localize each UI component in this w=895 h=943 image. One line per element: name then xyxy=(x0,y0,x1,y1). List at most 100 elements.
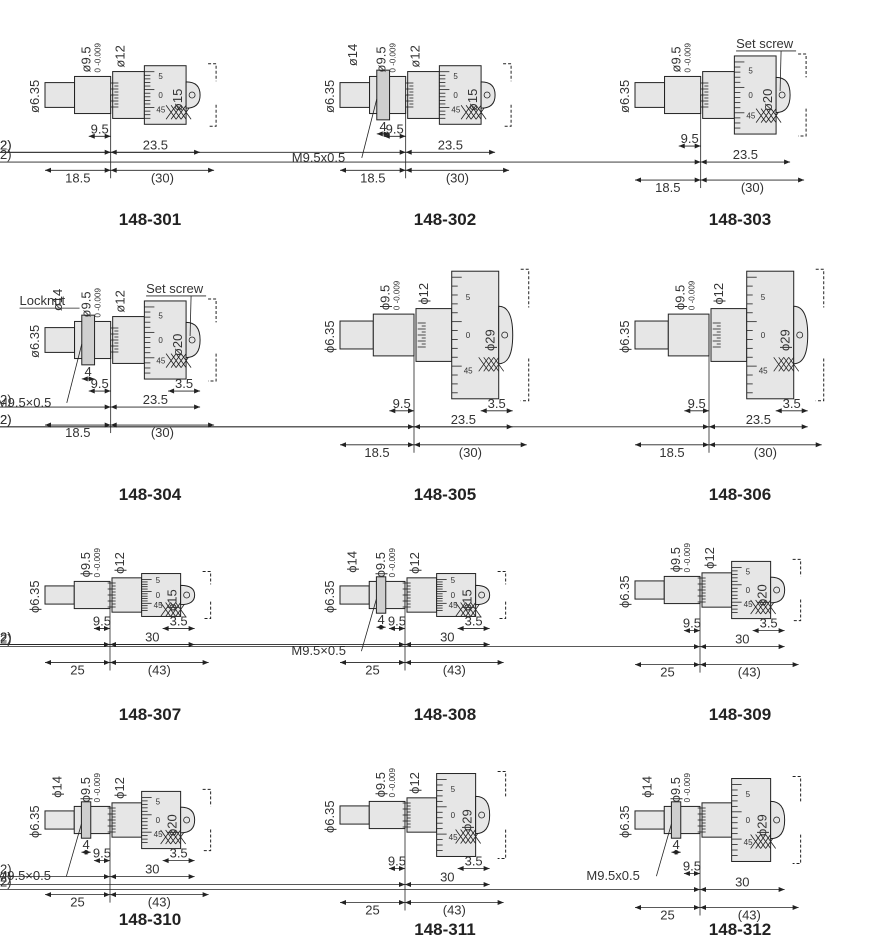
knurl-hatch xyxy=(755,834,766,849)
knurl-hatch xyxy=(465,602,476,617)
dim-head-length-label: 23.5 xyxy=(143,137,168,152)
dim-head-length-arrow-left xyxy=(110,404,117,410)
dim-spindle-length-arrow-right xyxy=(694,177,701,183)
dim-stem-length-label: 9.5 xyxy=(683,616,701,631)
barrel-diameter-label: ϕ12 xyxy=(416,283,431,305)
dim-head-length-arrow-right xyxy=(778,886,785,892)
dim-head-length-label: 30 xyxy=(735,874,749,889)
dim-head-length-arrow-left xyxy=(700,159,707,165)
dim-head-length-arrow-left xyxy=(110,874,116,880)
locknut-width-label: 4 xyxy=(82,837,89,852)
dim-stem-length-arrow-left xyxy=(93,858,100,864)
dim-stem-length-label: 9.5 xyxy=(93,846,111,861)
scale-mark-0: 0 xyxy=(451,811,456,820)
ratchet-cap xyxy=(775,76,791,114)
dim-overall-length-label: (30) xyxy=(446,170,469,185)
stem-diameter-label: ϕ9.5 xyxy=(78,552,93,577)
dim-head-length-label: 30 xyxy=(145,862,159,877)
barrel-diameter-label: ø12 xyxy=(113,290,128,312)
barrel xyxy=(406,577,438,613)
scale-mark-5: 5 xyxy=(158,312,163,321)
set-screw-hole xyxy=(188,336,196,344)
ratchet-cap xyxy=(480,81,496,109)
dim-stem-length-arrow-right xyxy=(694,143,701,149)
knurl-hatch xyxy=(760,834,771,849)
dim-spindle-length-label: 25 xyxy=(365,902,379,917)
set-screw-hole xyxy=(778,91,786,99)
barrel-diameter-label: ø12 xyxy=(408,45,423,67)
stem-diameter-label: ϕ9.5 xyxy=(78,777,93,802)
dim-overall-length-arrow-left xyxy=(110,167,117,173)
model-caption: 148-311 xyxy=(414,920,475,939)
locknut-width-arrow-left xyxy=(81,376,88,382)
dim-ratchet-length-label: 3.5 xyxy=(170,613,188,628)
dim-stem-length-ref-arrow-right xyxy=(703,424,709,430)
dim-stem-length-arrow-left xyxy=(683,870,690,876)
dim-ratchet-length-arrow-right xyxy=(483,625,490,631)
dim-stem-length-arrow-right xyxy=(694,628,700,634)
dim-stem-length-label: 9.5 xyxy=(91,121,109,136)
locknut-width-arrow-right xyxy=(379,624,386,630)
set-screw-hole xyxy=(483,91,491,99)
stem-diameter-label: ϕ9.5 xyxy=(377,285,392,310)
dim-spindle-length-arrow-right xyxy=(399,659,405,665)
stem-tolerance-label: 0 -0.009 xyxy=(683,773,692,803)
dim-overall-length-arrow-right xyxy=(792,662,799,668)
knurl-hatch xyxy=(465,829,476,844)
dim-overall-length-arrow-left xyxy=(110,892,116,898)
locknut xyxy=(80,801,92,839)
scale-mark-45: 45 xyxy=(744,600,753,609)
scale-mark-0: 0 xyxy=(156,591,161,600)
spindle xyxy=(44,82,76,108)
set-screw-leader xyxy=(189,295,192,337)
set-screw-hole xyxy=(773,816,781,824)
knurl-hatch xyxy=(160,602,171,617)
thimble-diameter-label: ø15 xyxy=(465,89,480,111)
dim-head-length-label: 23.5 xyxy=(733,147,758,162)
spindle-diameter-label: ø6.35 xyxy=(617,80,632,113)
dim-stem-length-arrow-left xyxy=(678,143,685,149)
scale-mark-5: 5 xyxy=(453,72,458,81)
dim-stem-length-ref-label: (12) xyxy=(0,869,12,884)
spindle xyxy=(339,82,371,108)
dim-head-length-arrow-right xyxy=(188,874,195,880)
dim-head-length-arrow-right xyxy=(801,424,808,430)
barrel-diameter-label: ø12 xyxy=(113,45,128,67)
ratchet-cap xyxy=(185,321,201,359)
knurl-hatch xyxy=(465,105,477,120)
dim-head-length-arrow-left xyxy=(700,886,706,892)
locknut-width-arrow-right xyxy=(383,131,390,137)
dim-stem-length-arrow-left xyxy=(684,408,691,414)
clamp-stem xyxy=(663,575,701,605)
knurl-hatch xyxy=(170,602,181,617)
dim-head-length-arrow-right xyxy=(778,644,785,650)
dim-ratchet-length-label: 3.5 xyxy=(465,853,483,868)
stem-tolerance-label: 0 -0.009 xyxy=(94,288,103,318)
locknut xyxy=(81,314,96,366)
dim-head-length-arrow-left xyxy=(405,881,411,887)
locknut-diameter-label: ϕ14 xyxy=(639,776,654,798)
dim-head-length-arrow-right xyxy=(483,641,490,647)
spindle-diameter-label: ϕ6.35 xyxy=(322,800,337,833)
thimble xyxy=(436,573,477,617)
spindle-diameter-label: ø6.35 xyxy=(27,80,42,113)
dim-ratchet-length-arrow-right xyxy=(194,388,201,394)
stem-diameter-label: ϕ9.5 xyxy=(373,552,388,577)
dim-overall-length-arrow-right xyxy=(792,904,799,910)
dim-ratchet-length-label: 3.5 xyxy=(488,396,506,411)
set-screw-hole xyxy=(796,331,804,339)
scale-mark-0: 0 xyxy=(451,591,456,600)
dim-overall-length-arrow-left xyxy=(110,659,116,665)
dim-stem-length-arrow-right xyxy=(104,625,110,631)
model-caption: 148-310 xyxy=(119,910,181,929)
dim-stem-length-arrow-left xyxy=(93,625,100,631)
dim-stem-length-ref-label: (12) xyxy=(0,137,12,152)
scale-mark-5: 5 xyxy=(466,293,471,302)
dim-stem-length-arrow-left xyxy=(88,133,95,139)
dim-spindle-length-arrow-left xyxy=(340,442,346,448)
dim-spindle-length-label: 25 xyxy=(660,665,674,680)
stem-tolerance-label: 0 -0.009 xyxy=(93,548,102,578)
dim-spindle-length-arrow-left xyxy=(45,659,51,665)
